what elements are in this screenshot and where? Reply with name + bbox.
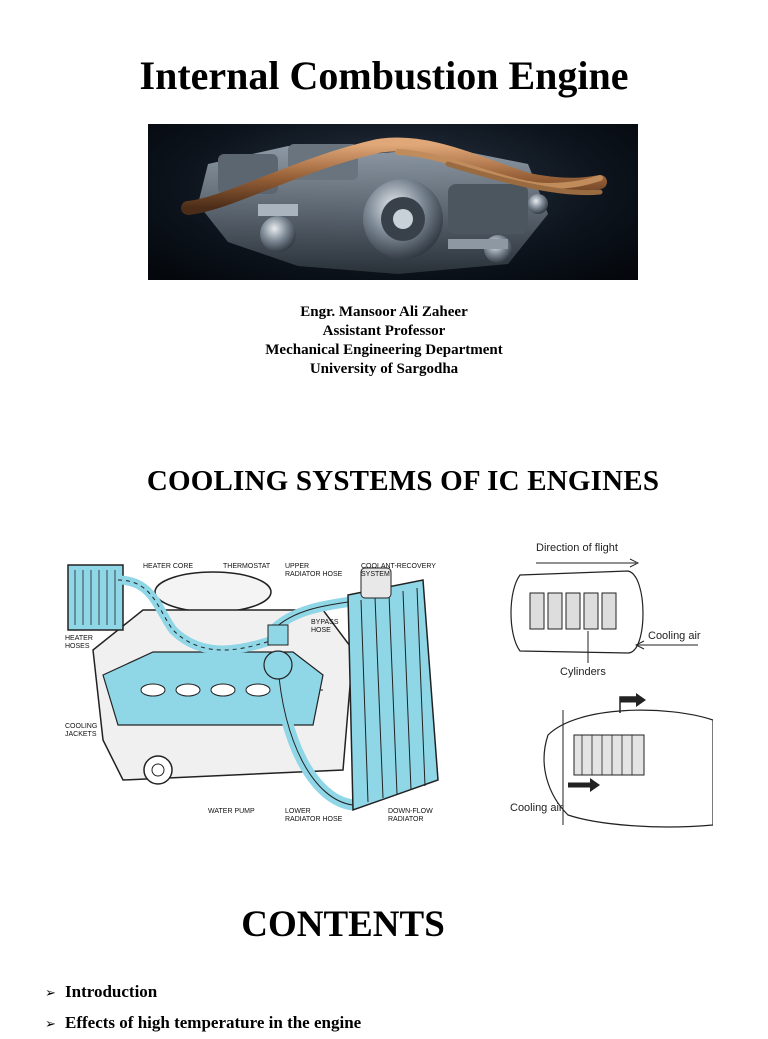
arrow-bullet-icon: ➢ — [45, 1017, 56, 1032]
author-name: Engr. Mansoor Ali Zaheer — [300, 304, 468, 320]
svg-text:RADIATOR: RADIATOR — [388, 816, 424, 823]
svg-text:Cooling air: Cooling air — [648, 630, 701, 642]
svg-text:RADIATOR HOSE: RADIATOR HOSE — [285, 571, 343, 578]
svg-text:Direction of flight: Direction of flight — [536, 542, 618, 554]
diagram-labels: HEATER CORE THERMOSTAT UPPER RADIATOR HO… — [65, 563, 436, 823]
contents-item-label: Introduction — [65, 982, 158, 1001]
engine-image — [148, 124, 638, 280]
radiator — [347, 567, 439, 812]
air-cooling-diagram: Direction of flight Cooling air Cylinder… — [510, 542, 713, 828]
svg-text:RADIATOR HOSE: RADIATOR HOSE — [285, 816, 343, 823]
contents-list: ➢ Introduction ➢ Effects of high temperatu… — [45, 977, 361, 1039]
svg-text:COOLANT-RECOVERY: COOLANT-RECOVERY — [361, 563, 436, 570]
svg-text:COOLING: COOLING — [65, 723, 97, 730]
svg-text:HEATER: HEATER — [65, 635, 93, 642]
svg-text:HOSES: HOSES — [65, 643, 90, 650]
exhaust-pipes — [181, 137, 607, 215]
svg-text:BYPASS: BYPASS — [311, 619, 339, 626]
contents-item-label: Effects of high temperature in the engin… — [65, 1013, 362, 1032]
aircraft-engine-side: Cooling air — [510, 693, 713, 828]
author-university: University of Sargodha — [309, 361, 459, 377]
svg-text:Cylinders: Cylinders — [560, 666, 606, 678]
author-department: Mechanical Engineering Department — [265, 342, 503, 358]
svg-text:SYSTEM: SYSTEM — [361, 571, 390, 578]
engine-cooling-diagram: HEATER CORE THERMOSTAT UPPER RADIATOR HO… — [65, 563, 439, 823]
list-item: ➢ Introduction — [45, 977, 361, 1008]
heater-core — [67, 564, 124, 631]
svg-text:JACKETS: JACKETS — [65, 731, 97, 738]
svg-text:HEATER CORE: HEATER CORE — [143, 563, 193, 570]
svg-text:HOSE: HOSE — [311, 627, 331, 634]
svg-text:DOWN-FLOW: DOWN-FLOW — [388, 808, 433, 815]
aircraft-engine-top: Direction of flight Cooling air Cylinder… — [510, 542, 701, 678]
cylinders-icon — [529, 592, 617, 630]
section-title: COOLING SYSTEMS OF IC ENGINES — [146, 465, 660, 497]
svg-text:Cooling air: Cooling air — [510, 802, 563, 814]
page-title: Internal Combustion Engine — [139, 53, 629, 98]
engine-illustration — [181, 137, 607, 274]
author-block: Engr. Mansoor Ali Zaheer Assistant Profe… — [0, 303, 768, 379]
svg-text:THERMOSTAT: THERMOSTAT — [223, 563, 271, 570]
svg-text:WATER PUMP: WATER PUMP — [208, 808, 255, 815]
author-position: Assistant Professor — [322, 323, 446, 339]
arrow-bullet-icon: ➢ — [45, 986, 56, 1001]
svg-text:LOWER: LOWER — [285, 808, 311, 815]
contents-heading: CONTENTS — [241, 904, 445, 945]
svg-text:UPPER: UPPER — [285, 563, 309, 570]
